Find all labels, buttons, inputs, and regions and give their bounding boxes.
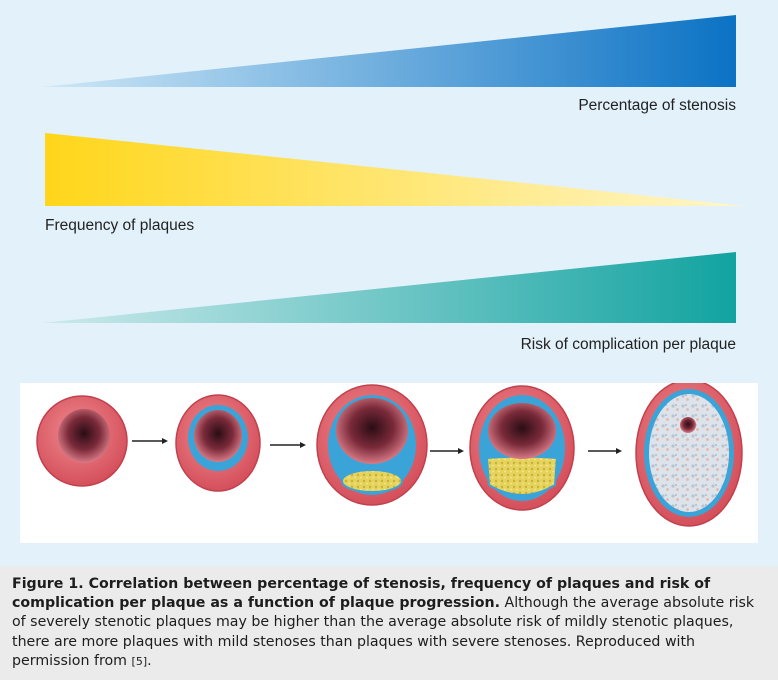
arrow-right-icon (588, 448, 622, 454)
risk-wedge (42, 252, 736, 323)
stage-5-severe-stenosis (635, 379, 743, 527)
figure-panel: Percentage of stenosis Frequency of plaq… (0, 0, 778, 566)
stenosis-wedge (42, 15, 736, 87)
caption-body: Although the average absolute risk of se… (12, 595, 755, 669)
arrow-right-icon (270, 442, 306, 448)
caption-title: Figure 1. Correlation between percentage… (12, 576, 711, 612)
frequency-wedge (45, 133, 745, 206)
stage-4-large-plaque (469, 385, 575, 511)
stenosis-label: Percentage of stenosis (578, 97, 736, 114)
risk-label: Risk of complication per plaque (520, 336, 736, 353)
frequency-label: Frequency of plaques (45, 217, 195, 234)
caption-end: . (147, 652, 152, 669)
arrow-right-icon (132, 438, 168, 444)
stage-2-early-plaque (175, 394, 261, 492)
wedge-bars (42, 15, 745, 323)
caption-reference[interactable]: [5] (131, 654, 148, 668)
stage-1-normal-artery (36, 395, 128, 487)
plaque-stages-panel (20, 379, 758, 543)
stage-3-lipid-core (316, 384, 428, 506)
figure-caption: Figure 1. Correlation between percentage… (0, 566, 778, 680)
plaque-stages (36, 379, 743, 527)
arrow-right-icon (430, 448, 464, 454)
